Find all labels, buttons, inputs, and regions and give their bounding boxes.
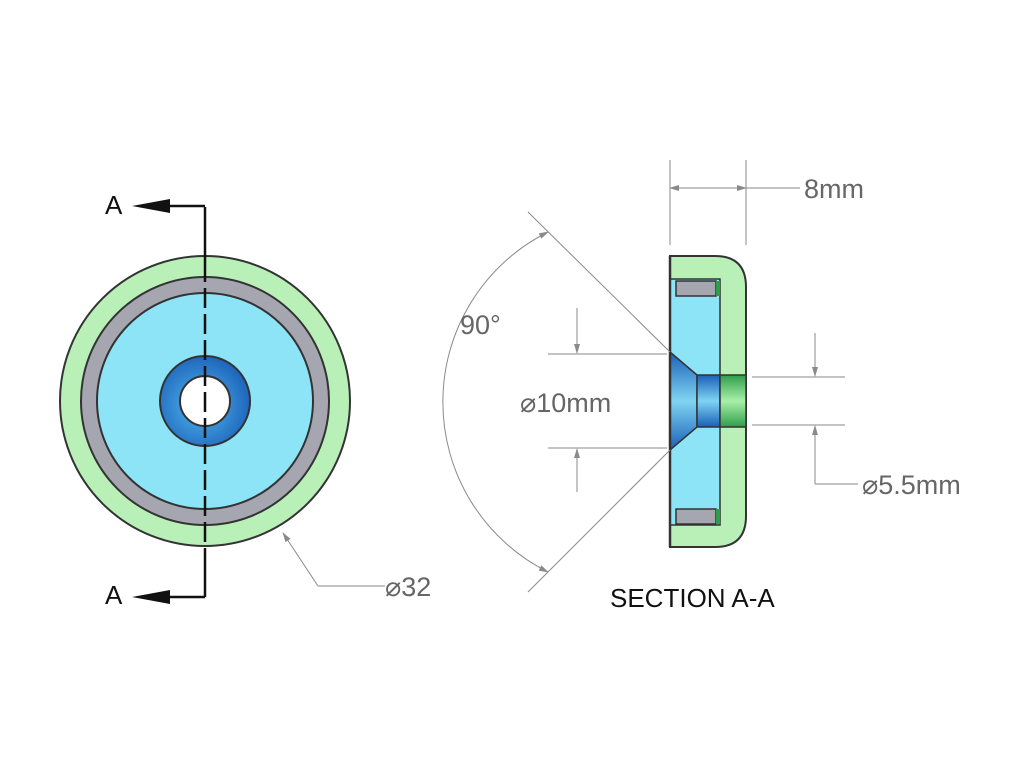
gray-gap-top (675, 280, 717, 297)
section-view: 8mm 90° ⌀10mm ⌀5.5mm SECTION A-A (442, 160, 961, 613)
angle-dimension: 90° (460, 310, 501, 340)
outer-diameter-value: 32 (401, 572, 431, 602)
gray-gap-bottom (675, 508, 717, 525)
bore-diameter-value: 5.5mm (878, 470, 961, 500)
front-view: A A ⌀32 (59, 190, 431, 610)
section-title: SECTION A-A (610, 583, 775, 613)
outer-diameter-dimension: ⌀32 (385, 572, 431, 602)
section-arrow-bottom-head (132, 590, 170, 604)
angle-arc (442, 231, 549, 573)
section-marker-bottom: A (105, 580, 123, 610)
thickness-dimension: 8mm (804, 174, 864, 204)
bore-diameter-dimension: ⌀5.5mm (862, 470, 961, 500)
diameter-symbol: ⌀ (862, 470, 878, 500)
countersink-diameter-value: 10mm (536, 388, 611, 418)
bore-in-housing (719, 374, 747, 428)
diameter-symbol: ⌀ (520, 388, 536, 418)
section-marker-top: A (105, 190, 123, 220)
angle-ext-bottom (527, 449, 671, 593)
bore-in-magnet (696, 374, 721, 428)
section-arrow-top-head (132, 199, 170, 213)
green-wedge-top (716, 281, 720, 296)
countersink-diameter-dimension: ⌀10mm (520, 388, 611, 418)
diameter-leader-line (282, 532, 319, 587)
green-wedge-bottom (716, 509, 720, 524)
angle-ext-top (527, 211, 671, 353)
diameter-symbol: ⌀ (385, 572, 401, 602)
